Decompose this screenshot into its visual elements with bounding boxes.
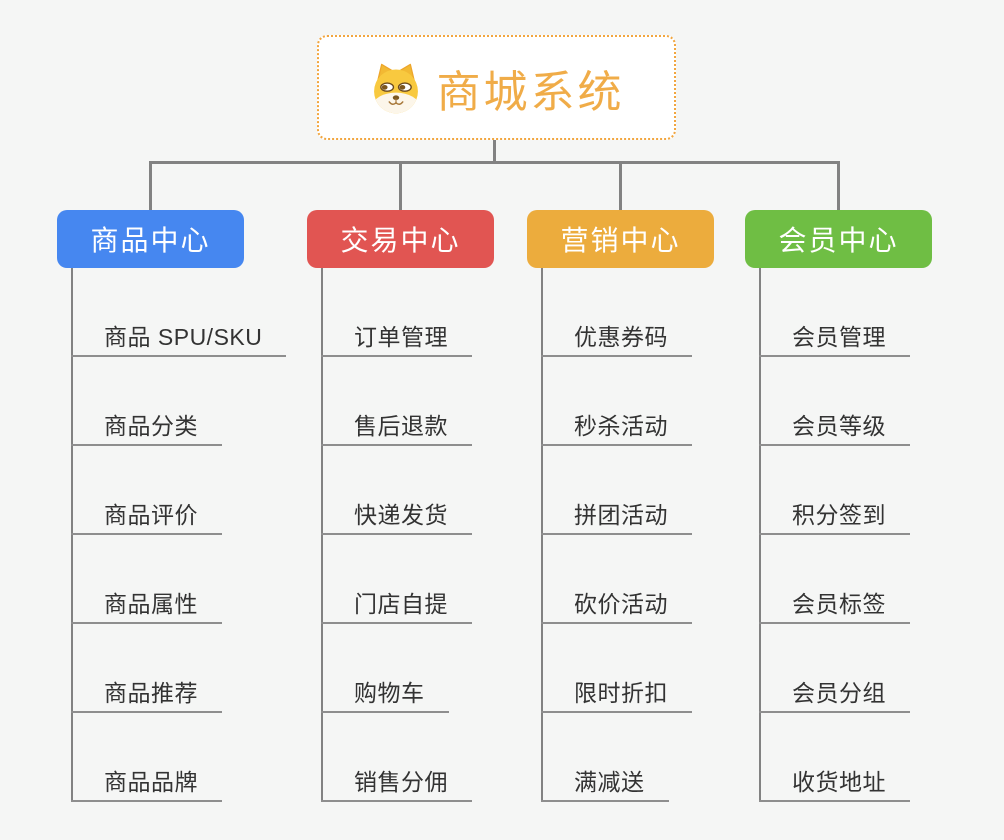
leaf-label: 满减送 bbox=[574, 769, 645, 795]
branch-node[interactable]: 会员中心 bbox=[745, 210, 932, 268]
leaf-label: 商品 SPU/SKU bbox=[104, 324, 263, 350]
branch-horizontal-line bbox=[149, 161, 840, 164]
leaf-node[interactable]: 积分签到 bbox=[759, 500, 910, 535]
root-stem-line bbox=[493, 140, 496, 164]
leaf-label: 拼团活动 bbox=[574, 502, 668, 528]
leaf-node[interactable]: 会员分组 bbox=[759, 678, 910, 713]
leaf-label: 商品分类 bbox=[104, 413, 198, 439]
branch-label: 交易中心 bbox=[340, 225, 461, 256]
leaf-label: 秒杀活动 bbox=[574, 413, 668, 439]
leaf-node[interactable]: 购物车 bbox=[321, 678, 449, 713]
leaf-node[interactable]: 满减送 bbox=[541, 767, 669, 802]
leaf-label: 商品推荐 bbox=[104, 680, 198, 706]
leaf-node[interactable]: 砍价活动 bbox=[541, 589, 692, 624]
leaf-node[interactable]: 限时折扣 bbox=[541, 678, 692, 713]
leaf-node[interactable]: 商品推荐 bbox=[71, 678, 222, 713]
leaf-node[interactable]: 会员等级 bbox=[759, 411, 910, 446]
leaf-node[interactable]: 优惠券码 bbox=[541, 322, 692, 357]
leaf-node[interactable]: 订单管理 bbox=[321, 322, 472, 357]
leaf-label: 销售分佣 bbox=[354, 769, 448, 795]
leaf-label: 限时折扣 bbox=[574, 680, 668, 706]
branch-drop-line bbox=[837, 161, 840, 210]
leaf-node[interactable]: 秒杀活动 bbox=[541, 411, 692, 446]
leaf-node[interactable]: 销售分佣 bbox=[321, 767, 472, 802]
branch-label: 营销中心 bbox=[560, 225, 681, 256]
leaf-node[interactable]: 会员管理 bbox=[759, 322, 910, 357]
branch-child-line bbox=[71, 268, 73, 802]
leaf-label: 商品属性 bbox=[104, 591, 198, 617]
doge-face-icon bbox=[369, 61, 423, 115]
leaf-node[interactable]: 快递发货 bbox=[321, 500, 472, 535]
leaf-label: 订单管理 bbox=[354, 324, 448, 350]
leaf-label: 快递发货 bbox=[354, 502, 448, 528]
leaf-label: 优惠券码 bbox=[574, 324, 668, 350]
root-node[interactable]: 商城系统 bbox=[317, 35, 676, 140]
branch-child-line bbox=[759, 268, 761, 802]
branch-drop-line bbox=[399, 161, 402, 210]
leaf-label: 售后退款 bbox=[354, 413, 448, 439]
leaf-node[interactable]: 会员标签 bbox=[759, 589, 910, 624]
leaf-node[interactable]: 商品评价 bbox=[71, 500, 222, 535]
leaf-node[interactable]: 商品属性 bbox=[71, 589, 222, 624]
branch-label: 会员中心 bbox=[778, 225, 899, 256]
branch-node[interactable]: 商品中心 bbox=[57, 210, 244, 268]
branch-drop-line bbox=[149, 161, 152, 210]
leaf-label: 砍价活动 bbox=[574, 591, 668, 617]
branch-node[interactable]: 营销中心 bbox=[527, 210, 714, 268]
branch-drop-line bbox=[619, 161, 622, 210]
branch-node[interactable]: 交易中心 bbox=[307, 210, 494, 268]
leaf-node[interactable]: 拼团活动 bbox=[541, 500, 692, 535]
leaf-label: 积分签到 bbox=[792, 502, 886, 528]
leaf-node[interactable]: 售后退款 bbox=[321, 411, 472, 446]
leaf-label: 收货地址 bbox=[792, 769, 886, 795]
leaf-node[interactable]: 商品 SPU/SKU bbox=[71, 322, 287, 357]
leaf-node[interactable]: 商品品牌 bbox=[71, 767, 222, 802]
branch-child-line bbox=[321, 268, 323, 802]
leaf-label: 会员分组 bbox=[792, 680, 886, 706]
leaf-label: 会员标签 bbox=[792, 591, 886, 617]
leaf-label: 门店自提 bbox=[354, 591, 448, 617]
branch-label: 商品中心 bbox=[90, 225, 211, 256]
leaf-label: 商品评价 bbox=[104, 502, 198, 528]
leaf-label: 商品品牌 bbox=[104, 769, 198, 795]
leaf-label: 会员等级 bbox=[792, 413, 886, 439]
leaf-node[interactable]: 门店自提 bbox=[321, 589, 472, 624]
leaf-node[interactable]: 收货地址 bbox=[759, 767, 910, 802]
leaf-node[interactable]: 商品分类 bbox=[71, 411, 222, 446]
leaf-label: 购物车 bbox=[354, 680, 425, 706]
root-title: 商城系统 bbox=[436, 67, 625, 117]
branch-child-line bbox=[541, 268, 543, 802]
leaf-label: 会员管理 bbox=[792, 324, 886, 350]
